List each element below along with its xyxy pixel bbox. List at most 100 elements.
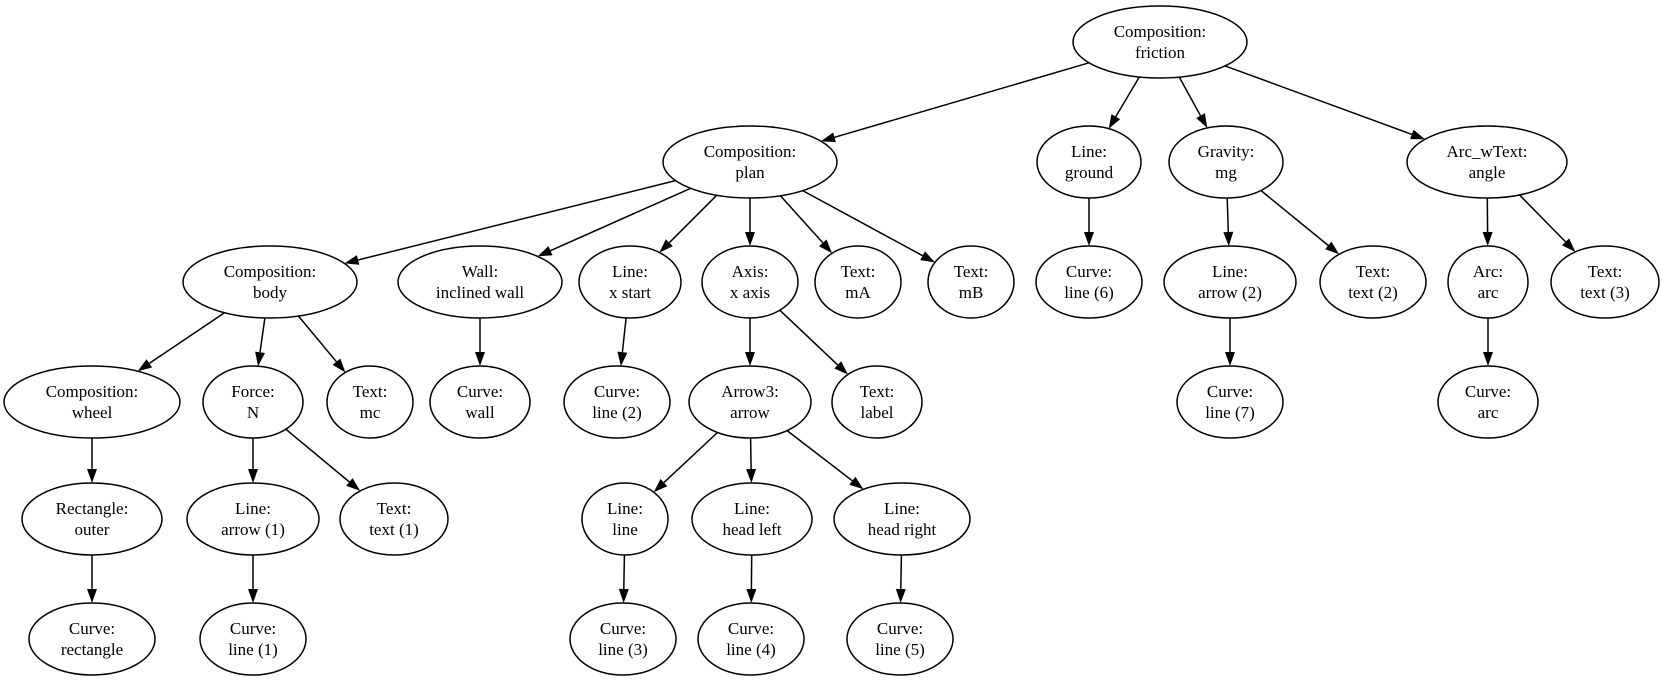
node-name-label: line (4) — [726, 640, 776, 659]
edge-arrow3-headright — [786, 430, 864, 490]
node-name-label: line (7) — [1205, 403, 1255, 422]
arrowhead-icon — [849, 476, 864, 490]
node-type-label: Text: — [860, 382, 895, 401]
node-headright: Line: head right — [833, 482, 971, 556]
node-line2: Curve:line (2) — [563, 365, 671, 439]
edge-arrow2-line7 — [1225, 318, 1235, 366]
node-line3: Curve:line (3) — [569, 602, 677, 676]
node-body: Composition:body — [182, 245, 358, 319]
node-type-label: Rectangle: — [56, 499, 129, 518]
node-type-label: Line: — [1071, 142, 1107, 161]
arrowhead-icon — [332, 358, 346, 373]
edge-gravity-arrow2 — [1223, 197, 1234, 246]
edge-plan-xstart — [659, 194, 718, 253]
node-name-label: arc — [1478, 403, 1499, 422]
edge-xaxis-label — [779, 309, 848, 375]
node-text1: Text:text (1) — [339, 482, 449, 556]
edge-friction-ground — [1108, 76, 1140, 129]
arrowhead-icon — [834, 361, 848, 375]
node-angle: Arc_wText:angle — [1406, 125, 1568, 199]
node-headleft: Line:head left — [691, 482, 813, 556]
node-plan: Composition: plan — [662, 125, 838, 199]
edge-plan-mB — [802, 189, 935, 263]
node-name-label: text (2) — [1348, 283, 1398, 302]
arrowhead-icon — [87, 589, 97, 603]
edge-forceN-arrow1 — [248, 438, 258, 483]
node-name-label: head right — [868, 520, 937, 539]
arrowhead-icon — [1410, 129, 1425, 140]
node-mB: Text:mB — [927, 245, 1015, 319]
node-arrow3: Arrow3:arrow — [688, 365, 812, 439]
node-type-label: Line: — [884, 499, 920, 518]
edge-plan-body — [344, 179, 676, 265]
node-name-label: plan — [735, 163, 765, 182]
arrowhead-icon — [920, 251, 935, 263]
node-name-label: arrow — [730, 403, 770, 422]
node-wheel: Composition:wheel — [3, 365, 181, 439]
node-type-label: Arc_wText: — [1447, 142, 1528, 161]
node-type-label: Gravity: — [1198, 142, 1255, 161]
arrowhead-icon — [537, 246, 553, 257]
edge-body-forceN — [255, 317, 266, 367]
node-name-label: body — [253, 283, 288, 302]
node-name-label: x axis — [730, 283, 770, 302]
node-type-label: Composition: — [46, 382, 139, 401]
edge-arrow3-lineline — [653, 431, 719, 493]
node-rectangle: Curve:rectangle — [28, 602, 156, 676]
edge-outer-rectangle — [87, 555, 97, 603]
node-line7: Curve:line (7) — [1176, 365, 1284, 439]
node-name-label: label — [860, 403, 893, 422]
node-name-label: head left — [723, 520, 782, 539]
node-line6: Curve:line (6) — [1035, 245, 1143, 319]
arrowhead-icon — [617, 351, 628, 367]
node-lineline: Line:line — [581, 482, 669, 556]
node-name-label: wall — [465, 403, 495, 422]
arrowhead-icon — [255, 351, 265, 367]
node-name-label: line (5) — [875, 640, 925, 659]
node-name-label: arrow (1) — [221, 520, 285, 539]
node-label: Text: label — [831, 365, 923, 439]
node-arrow1: Line:arrow (1) — [186, 482, 320, 556]
node-mA: Text:mA — [814, 245, 902, 319]
node-arc: Arc:arc — [1447, 245, 1529, 319]
node-curvearc: Curve:arc — [1437, 365, 1539, 439]
node-mc: Text:mc — [326, 365, 414, 439]
arrowhead-icon — [745, 232, 755, 246]
node-curvewall: Curve:wall — [429, 365, 531, 439]
arrowhead-icon — [248, 469, 258, 483]
edge-plan-xaxis — [745, 198, 755, 246]
node-type-label: Line: — [612, 262, 648, 281]
node-name-label: inclined wall — [436, 283, 525, 302]
node-type-label: Curve: — [600, 619, 646, 638]
edge-ground-line6 — [1084, 198, 1094, 246]
edge-friction-plan — [821, 62, 1090, 143]
edge-wall-curvewall — [475, 318, 485, 366]
node-name-label: outer — [75, 520, 110, 539]
edge-lineline-line3 — [618, 554, 629, 603]
node-type-label: Curve: — [230, 619, 276, 638]
arrowhead-icon — [1483, 352, 1493, 366]
edge-wheel-outer — [87, 438, 97, 483]
node-type-label: Composition: — [704, 142, 797, 161]
arrowhead-icon — [745, 352, 755, 366]
arrowhead-icon — [248, 589, 258, 603]
node-name-label: line — [612, 520, 638, 539]
edge-xstart-line2 — [617, 317, 628, 367]
arrowhead-icon — [87, 469, 97, 483]
node-type-label: Text: — [353, 382, 388, 401]
node-outer: Rectangle: outer — [21, 482, 163, 556]
arrowhead-icon — [1223, 231, 1234, 246]
node-type-label: Curve: — [594, 382, 640, 401]
node-type-label: Curve: — [877, 619, 923, 638]
edge-body-mc — [297, 315, 346, 373]
arrowhead-icon — [1325, 241, 1340, 255]
node-type-label: Text: — [954, 262, 989, 281]
node-text3: Text:text (3) — [1550, 245, 1660, 319]
arrowhead-icon — [819, 239, 833, 254]
node-name-label: angle — [1469, 163, 1506, 182]
node-name-label: line (1) — [228, 640, 278, 659]
arrowhead-icon — [746, 589, 757, 603]
arrowhead-icon — [1084, 232, 1094, 246]
arrowhead-icon — [1196, 113, 1208, 128]
node-name-label: text (1) — [369, 520, 419, 539]
